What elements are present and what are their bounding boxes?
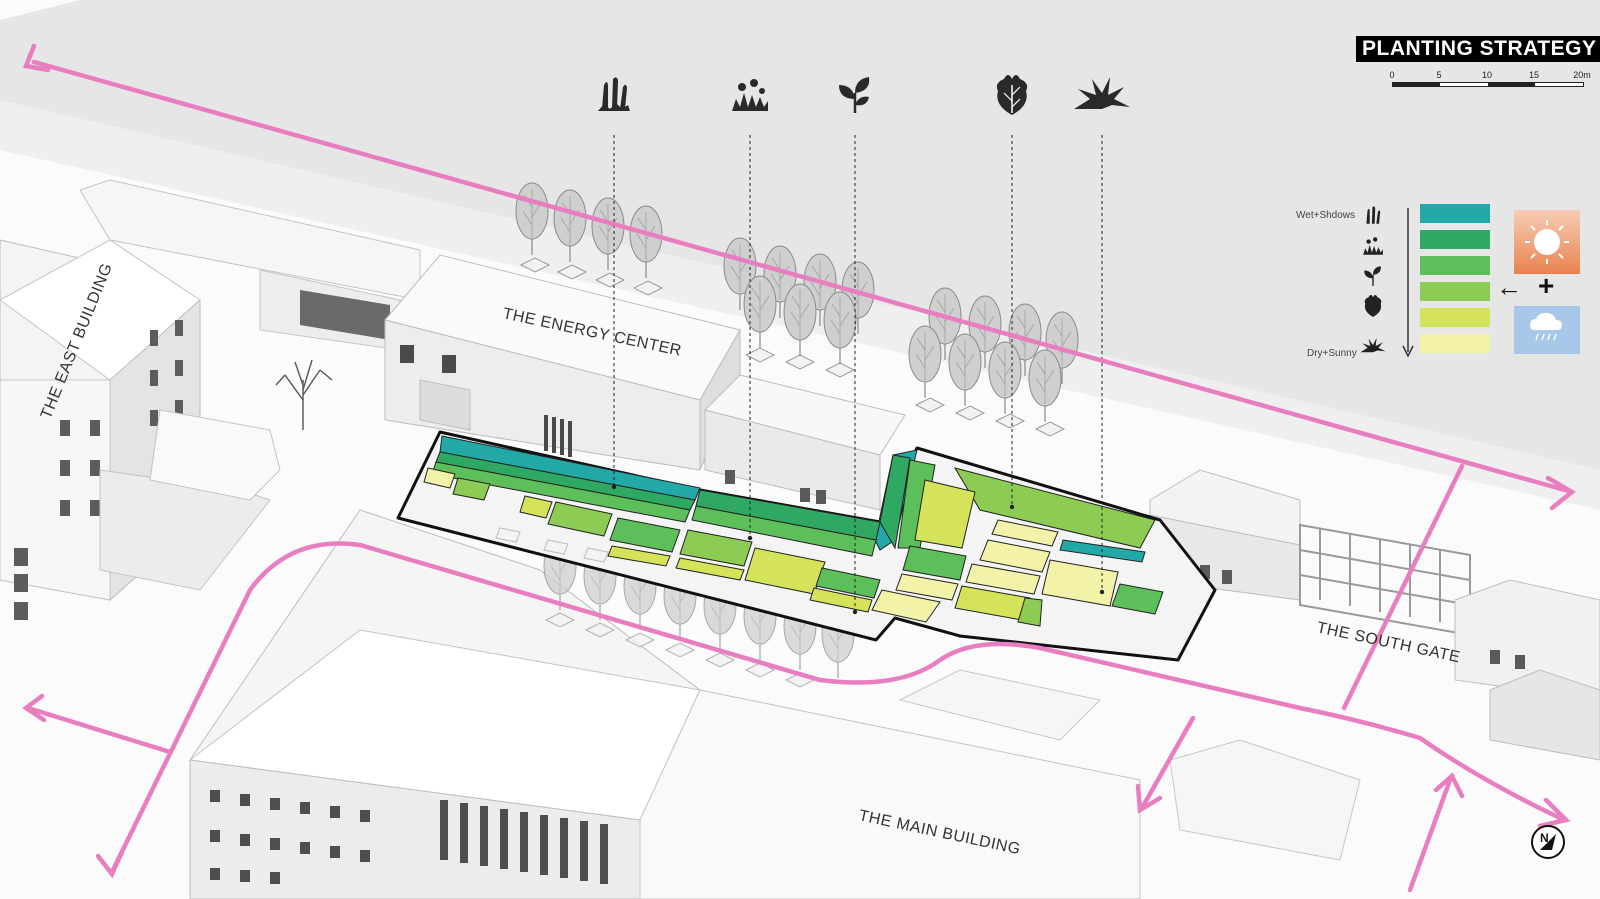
bushy-shrub-icon (1364, 295, 1382, 317)
legend-icons (1360, 206, 1386, 353)
wet-shadows-label: Wet+Shdows (1296, 210, 1356, 221)
scale-tick: 20m (1573, 70, 1591, 80)
legend-swatch (1420, 230, 1490, 249)
scale-tick: 0 (1389, 70, 1395, 80)
grass-flower-icon (732, 79, 768, 111)
north-arrow-icon: N (1531, 825, 1565, 859)
leafy-herb-icon (839, 77, 870, 113)
sun-icon (1514, 210, 1580, 274)
reeds-icon (1366, 206, 1381, 224)
gradient-arrow (1402, 208, 1414, 358)
legend-swatch (1420, 282, 1490, 301)
bare-tree (275, 359, 333, 430)
reeds-icon (598, 77, 630, 111)
svg-text:N: N (1540, 831, 1549, 845)
rain-icon (1514, 306, 1580, 354)
spiky-grass-icon (1360, 337, 1386, 353)
main-building (188, 509, 1141, 899)
left-arrow-icon: ← (1496, 272, 1522, 302)
east-building (0, 239, 281, 620)
spiky-grass-icon (1074, 77, 1130, 109)
leafy-herb-icon (1364, 266, 1381, 286)
circulation-paths (22, 43, 1576, 893)
scale-tick: 15 (1528, 70, 1540, 80)
grass-flower-icon (1363, 237, 1383, 255)
planting-site (396, 430, 1217, 662)
legend-swatch (1420, 308, 1490, 327)
energy-center-building (384, 254, 741, 471)
scale-bar: 0 5 10 15 20m (1389, 70, 1591, 92)
scale-tick: 10 (1481, 70, 1493, 80)
dry-sunny-label: Dry+Sunny (1307, 348, 1357, 359)
scale-bar-graphic (1392, 82, 1584, 87)
legend-swatch (1420, 204, 1490, 223)
scale-tick: 5 (1436, 70, 1442, 80)
legend-swatch (1420, 256, 1490, 275)
plus-icon: + (1538, 270, 1555, 301)
diagram-title: PLANTING STRATEGY (1356, 36, 1600, 62)
bushy-shrub-icon (996, 75, 1028, 115)
legend-swatch (1420, 334, 1490, 353)
leader-lines (613, 135, 1103, 610)
